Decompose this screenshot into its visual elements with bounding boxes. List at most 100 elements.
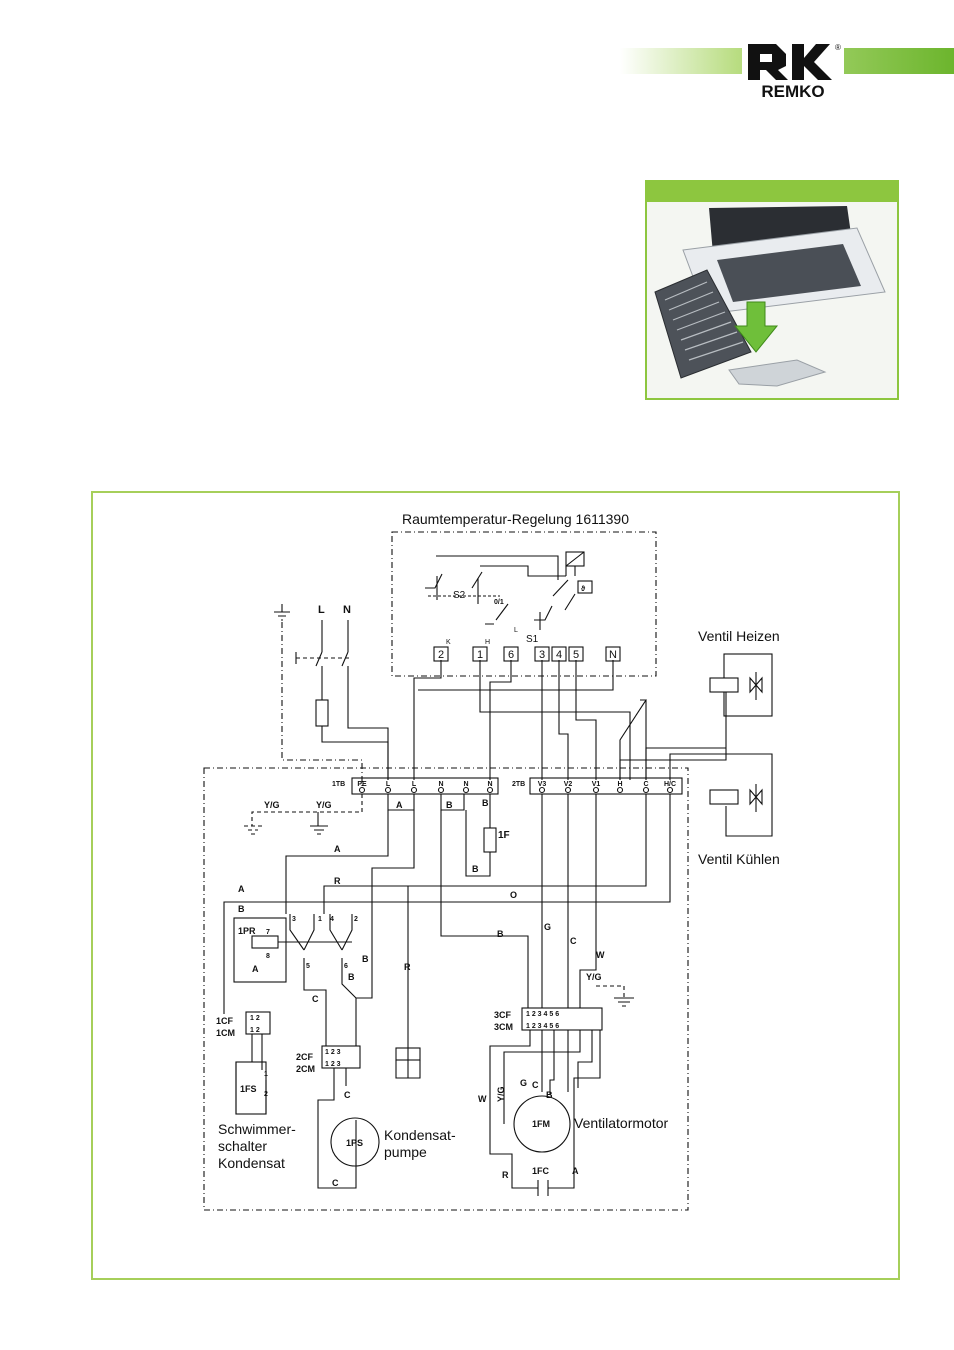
wire-b-1: B [446,800,453,810]
float-switch-box [235,1061,267,1115]
svg-text:1 2 3: 1 2 3 [325,1061,341,1068]
pump-label-1: Kondensat- [384,1127,456,1143]
wiring-diagram-frame [91,491,900,1280]
tb1-terminal [358,786,366,794]
wire-b-4: B [497,929,504,939]
controller-terminal-label: 3 [539,649,545,661]
cf2-label: 2CF [296,1052,314,1062]
wire-c-3: C [344,1090,351,1100]
wire-b-3: B [472,864,479,874]
cassette-photo [645,180,899,400]
terminal-letter-k: K [446,639,451,646]
tb2-terminal [538,786,546,794]
supply-fuse [315,699,329,727]
wire-a-4: A [252,964,259,974]
cassette-illustration [647,202,897,398]
remko-logo: ® REMKO [742,40,844,102]
relay-coil [251,935,279,949]
wire-a-3: A [238,884,245,894]
tb1-terminal [486,786,494,794]
pump-motor [330,1117,380,1167]
switch-s2: S2 [453,590,466,601]
svg-text:1 2 3: 1 2 3 [325,1049,341,1056]
valve-heat-coil [709,677,739,693]
connector-2cf [321,1045,361,1069]
tb2-terminal [616,786,624,794]
wire-b-2: B [482,798,489,808]
wire-c-2: C [312,994,319,1004]
earth-yg-1: Y/G [264,800,280,810]
tb1-terminal-label: N [438,781,443,788]
svg-text:0/1: 0/1 [494,599,504,606]
tb1-terminal-label: L [386,781,391,788]
float-switch-line-3: Kondensat [218,1155,285,1171]
earth-yg-2: Y/G [316,800,332,810]
internal-fuse [483,827,497,853]
valve-cool-coil [709,789,739,805]
tb2-terminal [592,786,600,794]
svg-text:3: 3 [292,916,296,923]
terminal-block-2 [529,777,683,795]
wire-c-1: C [570,936,577,946]
supply-l: L [318,604,325,616]
terminal-block-1 [351,777,499,795]
wire-r-2: R [404,962,411,972]
wire-a-1: A [396,800,403,810]
svg-text:4: 4 [330,916,334,923]
svg-text:2: 2 [354,916,358,923]
pump-label-2: pumpe [384,1144,427,1160]
cm2-label: 2CM [296,1064,315,1074]
controller-box [391,531,657,677]
wire-g-1: G [544,922,551,932]
terminal-letter-h: H [485,639,490,646]
svg-text:1 2 3 4 5 6: 1 2 3 4 5 6 [526,1011,559,1018]
connector-1cf [245,1011,271,1035]
tb2-terminal-label: C [643,781,648,788]
svg-text:1 2: 1 2 [250,1027,260,1034]
wire-r-1: R [334,876,341,886]
fuse-label: 1F [498,830,510,841]
tb1-terminal-label: N [463,781,468,788]
tb1-terminal [462,786,470,794]
svg-text:6: 6 [344,963,348,970]
svg-text:7: 7 [266,929,270,936]
tb1-terminal-label: L [412,781,417,788]
controller-terminal-label: 6 [508,649,514,661]
switch-s1: S1 [526,634,539,645]
tb1-terminal [384,786,392,794]
wire-yg-3: Y/G [496,1086,506,1102]
wire-c-4: C [332,1178,339,1188]
relay-label: 1PR [238,926,256,936]
tb1-terminal [410,786,418,794]
float-switch-code: 1FS [240,1084,257,1094]
motor-label: Ventilatormotor [574,1115,668,1131]
svg-text:5: 5 [306,963,310,970]
controller-terminal-label: N [609,649,617,661]
wire-b-7: B [348,972,355,982]
fan-motor [513,1095,571,1153]
wire-yg-2: Y/G [586,972,602,982]
wire-b-6: B [362,954,369,964]
tb2-terminal-label: V3 [538,781,547,788]
cf3-label: 3CF [494,1010,512,1020]
cf1-label: 1CF [216,1016,234,1026]
wire-a-2: A [334,844,341,854]
tb1-terminal-label: PE [357,781,367,788]
wire-r-3: R [502,1170,509,1180]
tb2-terminal [642,786,650,794]
tb2-terminal [564,786,572,794]
controller-title: Raumtemperatur-Regelung 1611390 [402,511,629,527]
tb2-terminal-label: H [617,781,622,788]
tb2-terminal-label: V1 [592,781,601,788]
wire-w-2: W [478,1094,487,1104]
tb2-id: 2TB [512,781,525,788]
connector-3cf [521,1007,603,1031]
controller-terminal-label: 1 [477,649,483,661]
pump-code: 1PS [346,1138,363,1148]
float-switch-line-1: Schwimmer- [218,1121,296,1137]
logo-wordmark: REMKO [761,82,824,101]
logo-registered: ® [835,43,841,52]
controller-terminal-label: 4 [556,649,562,661]
terminal-letter-l: L [514,627,518,634]
